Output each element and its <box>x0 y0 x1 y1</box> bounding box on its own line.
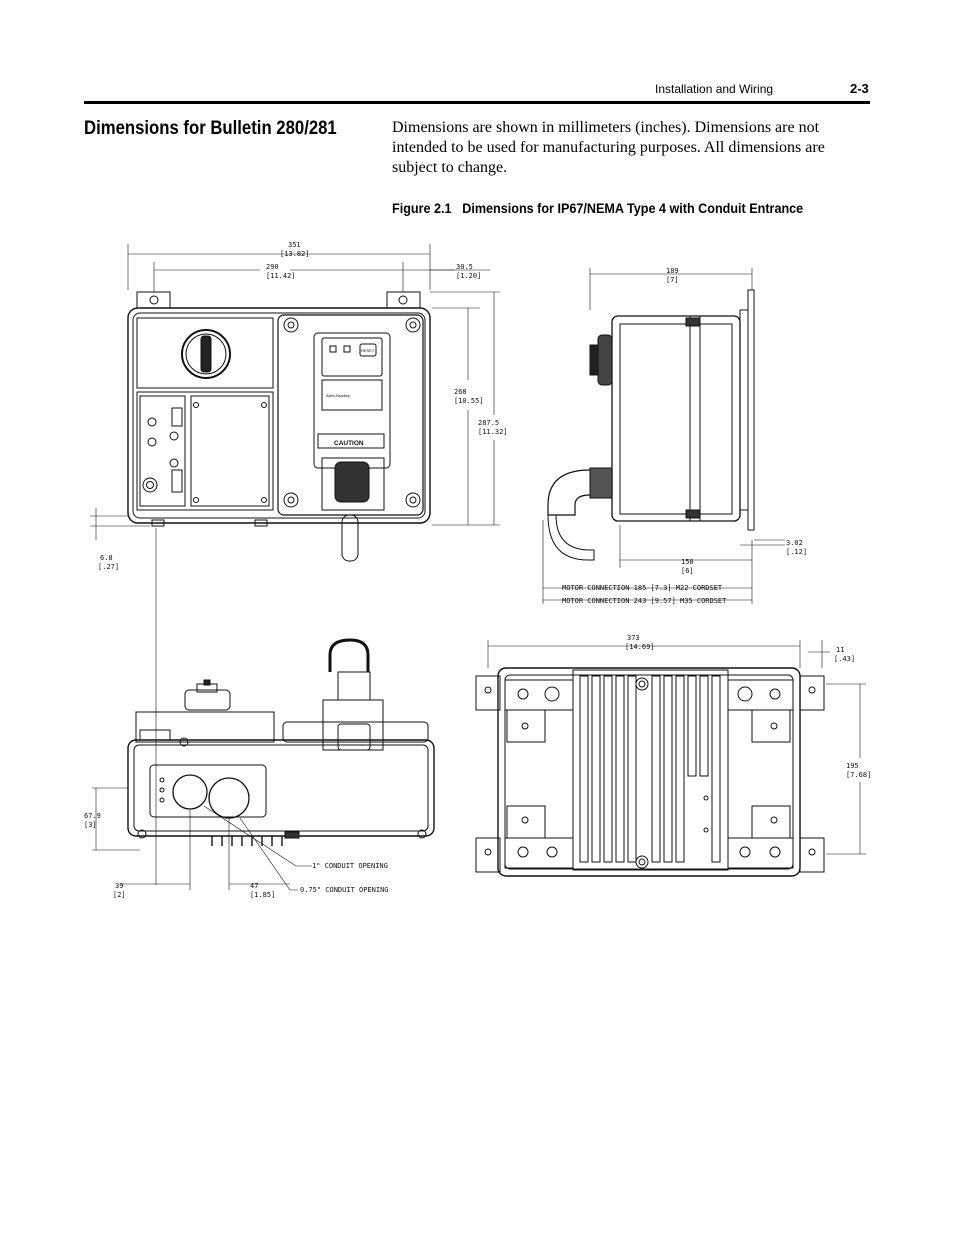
figure-caption-text: Dimensions for IP67/NEMA Type 4 with Con… <box>462 200 804 216</box>
dim-39: 39 <box>115 882 123 890</box>
dim-150: 150 <box>681 558 694 566</box>
running-header-section: Installation and Wiring <box>655 82 774 96</box>
figure-number: Figure 2.1 <box>392 200 452 216</box>
dim-11: 11 <box>836 646 844 654</box>
dim-290-in: [11.42] <box>266 272 296 280</box>
back-view: 373 [14.69] 11 [.43] <box>475 634 871 877</box>
dim-11-in: [.43] <box>834 655 855 663</box>
side-view: 189 [7] 3.02 [.12] 150 [6] MOTOR CONNECT… <box>542 267 807 605</box>
conduit-075-inch-label: 0.75" CONDUIT OPENING <box>300 886 389 894</box>
page-number: 2-3 <box>850 81 869 96</box>
dim-189-in: [7] <box>666 276 679 284</box>
conduit-1-inch-label: 1" CONDUIT OPENING <box>312 862 388 870</box>
section-title: Dimensions for Bulletin 280/281 <box>84 118 337 139</box>
dim-189: 189 <box>666 267 679 275</box>
brand-logo-text: Allen-Bradley <box>326 393 350 398</box>
dim-287-5: 287.5 <box>478 419 499 427</box>
dim-3-02: 3.02 <box>786 539 803 547</box>
dim-150-in: [6] <box>681 567 694 575</box>
motor-connection-m35: MOTOR CONNECTION 243 [9.57] M35 CORDSET <box>562 597 727 605</box>
dim-195-in: [7.68] <box>846 771 871 779</box>
dim-39-in: [2] <box>113 891 126 899</box>
dim-47: 47 <box>250 882 258 890</box>
intro-paragraph: Dimensions are shown in millimeters (inc… <box>392 119 825 176</box>
motor-connection-m22: MOTOR CONNECTION 185 [7.3] M22 CORDSET <box>562 584 723 592</box>
dim-30-5: 30.5 <box>456 263 473 271</box>
dim-3-02-in: [.12] <box>786 548 807 556</box>
dim-287-5-in: [11.32] <box>478 428 508 436</box>
dim-290: 290 <box>266 263 279 271</box>
dim-268: 268 <box>454 388 467 396</box>
dim-30-5-in: [1.20] <box>456 272 481 280</box>
dim-351: 351 <box>288 241 301 249</box>
dim-351-in: [13.82] <box>280 250 310 258</box>
dim-268-in: [10.55] <box>454 397 484 405</box>
dim-67-9-in: [3] <box>84 821 97 829</box>
front-view: RESET Allen-Bradley CAUTION 351 [13.82] … <box>90 241 508 885</box>
caution-label: CAUTION <box>334 440 364 447</box>
dim-6-8-in: [.27] <box>98 563 119 571</box>
dim-47-in: [1.85] <box>250 891 275 899</box>
dim-6-8: 6.8 <box>100 554 113 562</box>
figure-caption: Figure 2.1 Dimensions for IP67/NEMA Type… <box>392 200 803 216</box>
reset-button-label: RESET <box>361 348 375 353</box>
dim-373: 373 <box>627 634 640 642</box>
dim-373-in: [14.69] <box>625 643 655 651</box>
header-rule <box>84 101 870 104</box>
bottom-view: 67.9 [3] 39 [2] 47 [1.85] 1" CONDUIT OPE… <box>84 638 435 899</box>
dim-67-9: 67.9 <box>84 812 101 820</box>
dim-195: 195 <box>846 762 859 770</box>
